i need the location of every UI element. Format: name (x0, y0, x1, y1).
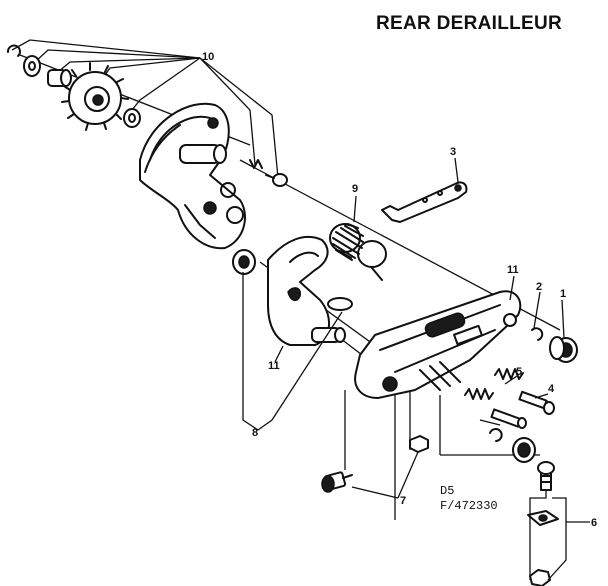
callout-9: 9 (352, 183, 358, 195)
callout-11-lower: 11 (268, 360, 280, 372)
jockey-pulley-part (61, 62, 129, 131)
circlip-part (531, 327, 544, 341)
callout-2: 2 (536, 281, 542, 293)
inner-link-plate-part (267, 235, 353, 346)
callout-4: 4 (548, 383, 555, 395)
main-spring-part (329, 223, 387, 281)
derailleur-body-part (354, 290, 522, 399)
callout-7-leaders (351, 451, 419, 499)
diagram-title: REAR DERAILLEUR (376, 13, 563, 34)
cage-spring-screw-part (249, 159, 288, 187)
callout-8: 8 (252, 427, 258, 439)
pulley-washer-part (123, 108, 141, 128)
end-cap-part (549, 336, 578, 363)
pulley-cage-part (139, 102, 246, 250)
hanger-nut-part (529, 569, 551, 586)
callout-11-upper: 11 (507, 264, 519, 276)
mounting-bolt-part (321, 471, 353, 493)
mounting-nut-part (409, 435, 429, 453)
callout-7: 7 (400, 495, 406, 507)
callout-3: 3 (450, 146, 456, 158)
adjuster-spring-upper-part (494, 368, 524, 380)
callout-8-leaders (242, 272, 343, 431)
callout-6: 6 (591, 517, 597, 529)
diagram-code: D5 (440, 484, 455, 498)
hanger-washer-part (527, 510, 559, 526)
bushing-part (47, 69, 72, 87)
callout-6-leaders (529, 490, 590, 581)
pivot-washer-part (232, 249, 256, 275)
part-number: F/472330 (440, 499, 498, 513)
adjuster-screw-upper-part (518, 390, 555, 415)
washer-part (23, 55, 41, 77)
lower-cap-part (512, 437, 536, 463)
adjuster-spring-lower-part (464, 388, 527, 429)
hanger-bolt-part (537, 461, 555, 491)
callout-10: 10 (202, 51, 214, 63)
e-clip-part (7, 44, 21, 57)
callout-1: 1 (560, 288, 566, 300)
callout-5: 5 (516, 366, 522, 378)
lower-clip-part (489, 428, 503, 442)
callout-leader-lines (274, 157, 565, 399)
wrench-tool-part (381, 181, 468, 223)
